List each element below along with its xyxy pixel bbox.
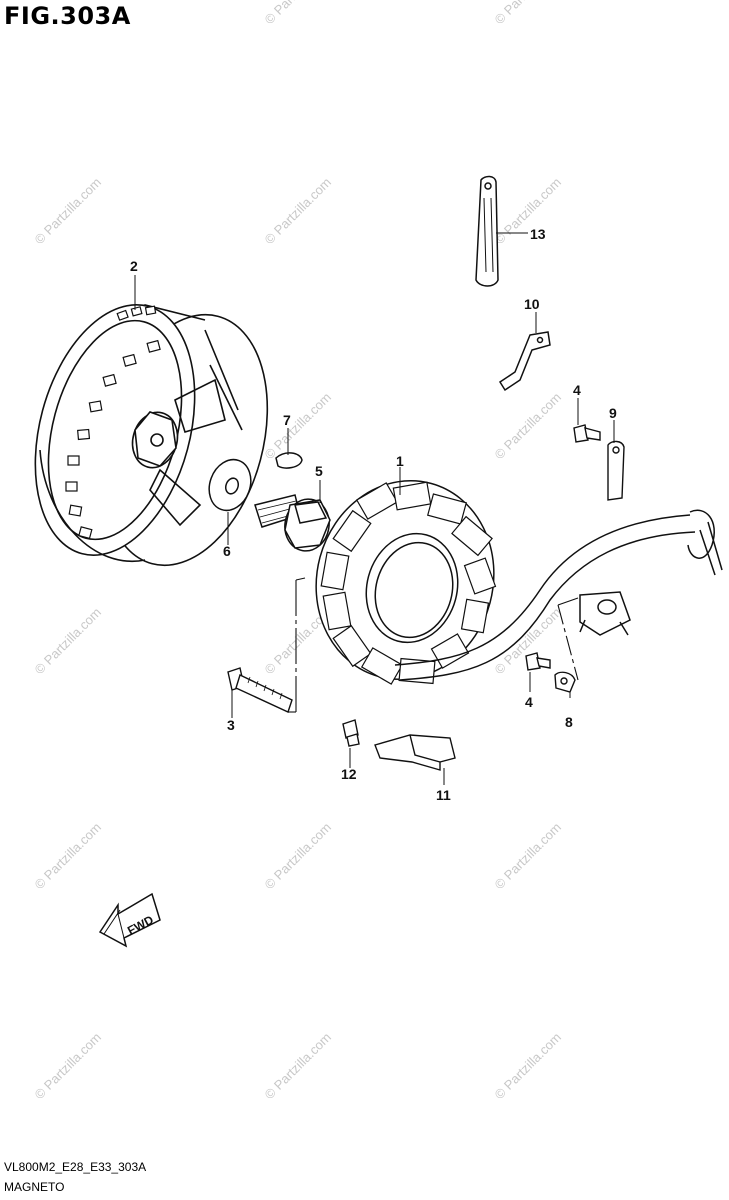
watermark: © Partzilla.com [492, 390, 565, 463]
part-pickup-sensor[interactable] [579, 591, 631, 636]
part-bolt-upper[interactable] [573, 424, 601, 443]
callout-labels: 1 2 3 4 4 5 6 7 8 9 10 11 12 13 [130, 226, 617, 803]
part-clamp-strap[interactable] [475, 175, 499, 287]
callout-1: 1 [396, 453, 404, 469]
callout-12: 12 [341, 766, 357, 782]
callout-3: 3 [227, 717, 235, 733]
watermark: © Partzilla.com [32, 175, 105, 248]
watermark: © Partzilla.com [32, 605, 105, 678]
part-bolt-lower[interactable] [525, 652, 551, 671]
part-key[interactable] [275, 452, 303, 469]
part-clip[interactable] [554, 671, 576, 693]
figure-code: VL800M2_E28_E33_303A [4, 1160, 147, 1174]
part-washer[interactable] [202, 454, 257, 517]
part-stator-bolt[interactable] [227, 667, 293, 713]
leader-lines [134, 232, 615, 785]
part-bolt-12[interactable] [342, 719, 360, 747]
callout-10: 10 [524, 296, 540, 312]
watermark: © Partzilla.com [32, 1030, 105, 1103]
figure-name: MAGNETO [4, 1180, 65, 1194]
part-wire-harness [394, 509, 723, 681]
watermark: © Partzilla.com [492, 1030, 565, 1103]
part-guide-bracket[interactable] [374, 734, 456, 771]
callout-4-upper: 4 [573, 382, 581, 398]
callout-11: 11 [436, 787, 451, 803]
watermark: © Partzilla.com [492, 0, 565, 27]
part-plate[interactable] [607, 440, 625, 501]
callout-9: 9 [609, 405, 617, 421]
watermark: © Partzilla.com [262, 0, 335, 27]
watermark: © Partzilla.com [262, 175, 335, 248]
forward-arrow-icon [98, 892, 161, 948]
forward-arrow: FWD [98, 892, 161, 948]
part-clamp[interactable] [498, 331, 551, 392]
callout-7: 7 [283, 412, 291, 428]
figure-title: FIG.303A [4, 2, 131, 30]
callout-2: 2 [130, 258, 138, 274]
watermark: © Partzilla.com [262, 1030, 335, 1103]
callout-13: 13 [530, 226, 546, 242]
callout-8: 8 [565, 714, 573, 730]
part-rotor-bolt[interactable] [254, 494, 333, 554]
callout-6: 6 [223, 543, 231, 559]
watermark: © Partzilla.com [492, 175, 565, 248]
part-rotor[interactable] [9, 287, 293, 584]
watermark: © Partzilla.com [32, 820, 105, 893]
watermark: © Partzilla.com [262, 390, 335, 463]
watermark: © Partzilla.com [492, 820, 565, 893]
callout-5: 5 [315, 463, 323, 479]
watermark: © Partzilla.com [262, 820, 335, 893]
part-stator[interactable] [294, 461, 516, 700]
callout-4-lower: 4 [525, 694, 533, 710]
alignment-lines [288, 577, 579, 713]
